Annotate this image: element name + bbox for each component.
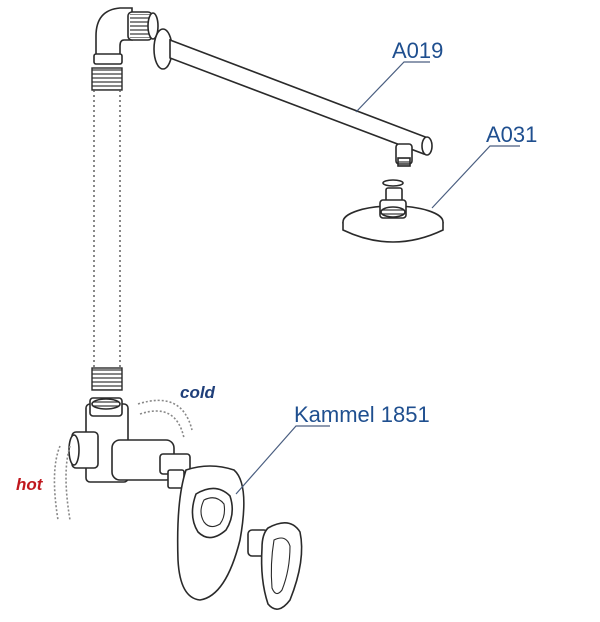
cover-plate bbox=[176, 465, 245, 601]
shower-head-part bbox=[342, 179, 444, 243]
leader-lines bbox=[235, 61, 520, 495]
part-label-a019: A019 bbox=[392, 38, 444, 63]
elbow-fitting bbox=[93, 7, 159, 65]
cold-inlet-label: cold bbox=[180, 383, 215, 402]
shower-arm-part bbox=[153, 28, 433, 167]
riser-pipe bbox=[91, 67, 123, 391]
part-label-kammel: Kammel 1851 bbox=[294, 402, 430, 427]
hot-inlet-label: hot bbox=[16, 475, 43, 494]
mixer-valve-body bbox=[53, 397, 193, 521]
lever-handle bbox=[247, 522, 303, 610]
part-label-a031: A031 bbox=[486, 122, 538, 147]
